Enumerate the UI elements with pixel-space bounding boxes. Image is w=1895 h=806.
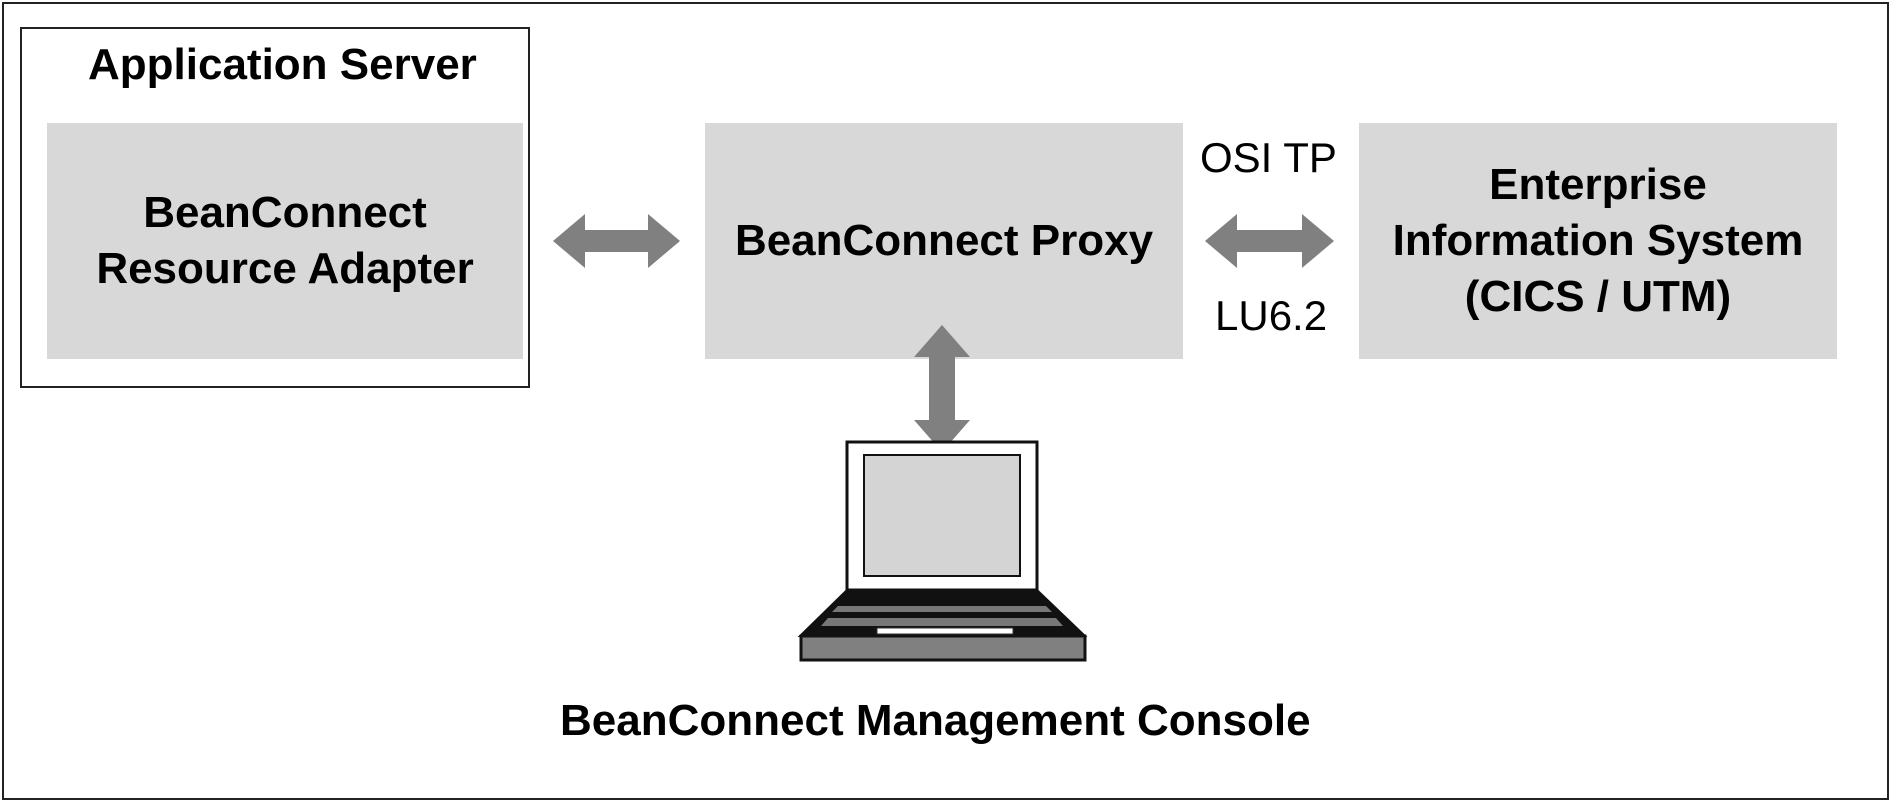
application-server-title: Application Server xyxy=(88,40,477,89)
protocol-label-osi-tp: OSI TP xyxy=(1200,134,1337,181)
protocol-label-lu62: LU6.2 xyxy=(1215,292,1328,339)
eis-label-line1: Enterprise xyxy=(1489,160,1707,210)
double-arrow-icon xyxy=(553,214,680,268)
proxy-label: BeanConnect Proxy xyxy=(734,216,1154,266)
resource-adapter-node: BeanConnect Resource Adapter xyxy=(47,123,523,359)
eis-label-line2: Information System xyxy=(1392,216,1804,266)
eis-node: Enterprise Information System (CICS / UT… xyxy=(1359,123,1837,359)
resource-adapter-label-line1: BeanConnect xyxy=(143,188,427,238)
management-console-label: BeanConnect Management Console xyxy=(560,696,1311,745)
application-server-container xyxy=(20,27,530,388)
laptop-icon xyxy=(797,440,1088,662)
double-arrow-icon xyxy=(914,325,970,452)
resource-adapter-label-line2: Resource Adapter xyxy=(96,244,474,293)
proxy-node: BeanConnect Proxy xyxy=(705,123,1183,359)
eis-label-line3: (CICS / UTM) xyxy=(1464,271,1732,321)
double-arrow-icon xyxy=(1205,214,1334,268)
